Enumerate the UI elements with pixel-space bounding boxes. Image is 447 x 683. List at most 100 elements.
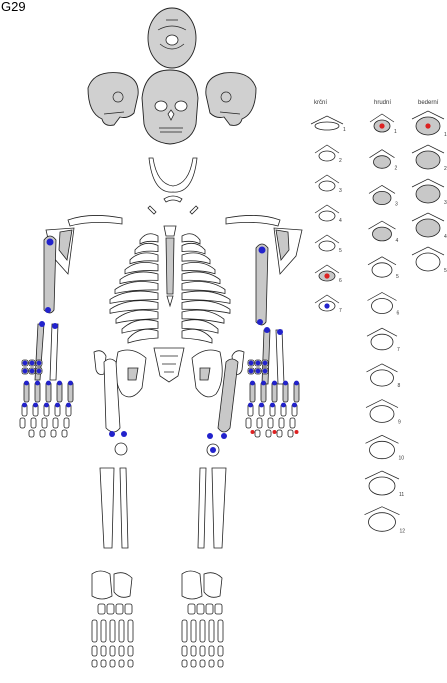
forearm-right	[262, 327, 284, 384]
patella-left	[115, 443, 127, 455]
calcaneus	[182, 571, 202, 599]
carpal-marker	[30, 361, 35, 366]
vertebra-number: 3	[395, 202, 398, 208]
toe-phalanx	[182, 660, 187, 667]
hyoid	[164, 196, 182, 202]
joint-marker	[44, 403, 49, 408]
joint-marker	[24, 381, 29, 386]
hand-phalanx	[64, 418, 69, 428]
metatarsal	[209, 620, 214, 642]
toe-phalanx	[182, 646, 187, 656]
hand-phalanx	[288, 430, 293, 437]
foot-right	[182, 571, 223, 667]
vertebra-body	[319, 211, 335, 221]
joint-marker	[270, 403, 275, 408]
carpal-marker	[23, 361, 28, 366]
toe-phalanx	[200, 660, 205, 667]
sternum	[164, 226, 176, 306]
scapula-right	[274, 228, 302, 274]
joint-marker	[272, 381, 277, 386]
metatarsal	[119, 620, 124, 642]
vertebra-number: 2	[395, 165, 398, 171]
tarsal	[188, 604, 195, 614]
hand-phalanx	[31, 418, 36, 428]
ribs-left	[110, 234, 158, 343]
joint-marker	[46, 381, 51, 386]
lesion-marker	[295, 430, 299, 434]
vertebra-number: 7	[339, 308, 342, 314]
toe-phalanx	[218, 646, 223, 656]
vertebra-marker	[379, 123, 384, 128]
toe-phalanx	[119, 646, 124, 656]
mandible	[149, 158, 197, 192]
toe-phalanx	[191, 660, 196, 667]
hand-phalanx	[255, 430, 260, 437]
hand-phalanx	[290, 418, 295, 428]
rib	[135, 243, 158, 254]
joint-marker	[68, 381, 73, 386]
vertebra-body	[319, 241, 335, 251]
vertebra-number: 6	[339, 278, 342, 284]
tarsal	[197, 604, 204, 614]
carpal-marker	[263, 369, 268, 374]
vertebra-body	[416, 219, 440, 237]
toe-phalanx	[101, 660, 106, 667]
metatarsal	[218, 620, 223, 642]
carpal-marker	[256, 361, 261, 366]
vertebra-number: 5	[396, 274, 399, 280]
vertebra-body	[416, 253, 440, 271]
vertebra-body	[374, 156, 391, 169]
tarsal	[215, 604, 222, 614]
joint-marker	[248, 403, 253, 408]
toe-phalanx	[191, 646, 196, 656]
joint-marker	[35, 381, 40, 386]
tarsal	[206, 604, 213, 614]
hand-phalanx	[279, 418, 284, 428]
tarsal	[107, 604, 114, 614]
tarsal	[116, 604, 123, 614]
rib	[140, 234, 158, 244]
lesion-marker	[251, 430, 255, 434]
metatarsal	[110, 620, 115, 642]
humerus-left	[44, 236, 56, 313]
toe-phalanx	[218, 660, 223, 667]
vertebra-marker	[324, 273, 329, 278]
metatarsal	[128, 620, 133, 642]
vertebra-body	[371, 370, 394, 386]
vertebra-body	[369, 513, 396, 532]
carpal-marker	[249, 361, 254, 366]
hand-phalanx	[53, 418, 58, 428]
joint-marker	[283, 381, 288, 386]
carpal-marker	[249, 369, 254, 374]
metatarsal	[92, 620, 97, 642]
vertebra-body	[373, 227, 392, 241]
tarsal	[98, 604, 105, 614]
hand-phalanx	[268, 418, 273, 428]
vertebra-number: 6	[397, 311, 400, 317]
skull-left-lateral-view	[88, 73, 138, 126]
rib	[182, 234, 200, 244]
hand-phalanx	[40, 430, 45, 437]
vertebra-body	[370, 441, 395, 458]
toe-phalanx	[128, 660, 133, 667]
vertebra-body	[372, 299, 393, 314]
vertebra-body	[416, 151, 440, 169]
vertebra-number: 1	[343, 127, 346, 133]
joint-marker	[55, 403, 60, 408]
vertebrae-thoracic: 123456789101112	[365, 114, 406, 534]
carpal-marker	[30, 369, 35, 374]
ribs-right	[182, 234, 230, 343]
metatarsal	[200, 620, 205, 642]
skull-inferior-view	[148, 8, 196, 68]
toe-phalanx	[209, 660, 214, 667]
toe-phalanx	[92, 646, 97, 656]
talus	[204, 573, 222, 598]
vertebra-number: 4	[339, 218, 342, 224]
joint-marker	[250, 381, 255, 386]
vertebra-marker	[324, 303, 329, 308]
vertebra-number: 5	[339, 248, 342, 254]
joint-marker	[261, 381, 266, 386]
vertebra-number: 4	[396, 238, 399, 244]
calcaneus	[92, 571, 112, 599]
